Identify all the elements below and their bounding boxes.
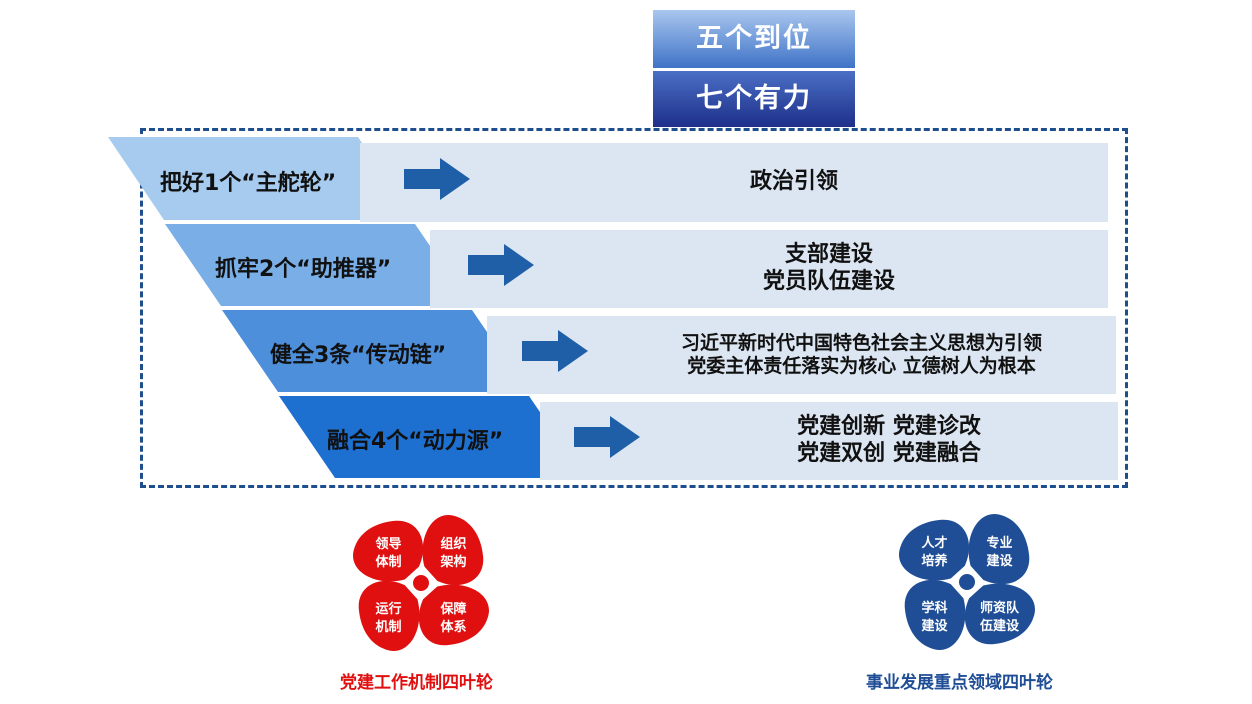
petal-label: 学科: [921, 600, 947, 616]
content-line: 党委主体责任落实为核心 立德树人为根本: [687, 355, 1036, 377]
content-band-1: 政治引领: [360, 143, 1108, 222]
petal-label: 专业: [986, 535, 1012, 551]
petal-label: 保障: [439, 601, 466, 617]
content-band-3: 习近平新时代中国特色社会主义思想为引领党委主体责任落实为核心 立德树人为根本: [487, 316, 1116, 394]
right-arrow-icon: [522, 330, 588, 372]
wheel-hub: [411, 573, 431, 593]
petal-label: 运行: [375, 601, 401, 617]
petal: [965, 583, 1035, 645]
content-line: 习近平新时代中国特色社会主义思想为引领: [680, 331, 1042, 354]
parallelogram-3: [222, 310, 528, 392]
content-line: 党建双创 党建融合: [797, 441, 981, 466]
content-line: 党员队伍建设: [762, 269, 895, 294]
row-label-1: 把好1个“主舵轮”: [160, 170, 337, 196]
petal-label: 人才: [921, 535, 947, 551]
petal: [422, 515, 484, 585]
career-development-wheel-caption: 事业发展重点领域四叶轮: [866, 673, 1053, 693]
petal: [419, 584, 489, 646]
dashed-frame: [140, 128, 1128, 488]
content-line: 党建创新 党建诊改: [797, 414, 981, 440]
content-line: 支部建设: [784, 242, 873, 268]
petal-label: 领导: [375, 536, 401, 552]
parallelogram-1: [108, 137, 414, 220]
petal-label: 架构: [439, 554, 466, 570]
row-label-4: 融合4个“动力源”: [327, 429, 504, 454]
petal: [358, 581, 420, 651]
header-seven-effective: 七个有力: [653, 71, 855, 127]
parallelogram-2: [165, 224, 471, 306]
petal-label: 建设: [986, 553, 1013, 569]
party-building-wheel-caption: 党建工作机制四叶轮: [340, 673, 493, 693]
petal: [899, 519, 969, 581]
petal: [353, 520, 423, 582]
parallelogram-4: [279, 396, 585, 478]
petal-label: 伍建设: [979, 618, 1020, 634]
petal-label: 培养: [921, 553, 948, 569]
wheel-hub: [957, 572, 977, 592]
content-band-2: 支部建设党员队伍建设: [430, 230, 1108, 308]
petal-label: 师资队: [980, 600, 1020, 616]
right-arrow-icon: [404, 157, 470, 200]
content-band-4: 党建创新 党建诊改党建双创 党建融合: [540, 402, 1118, 480]
petal: [904, 580, 966, 650]
row-label-3: 健全3条“传动链”: [270, 343, 447, 368]
petal-label: 建设: [921, 618, 948, 634]
petal-label: 体系: [440, 619, 466, 635]
right-arrow-icon: [574, 416, 640, 458]
content-line: 政治引领: [749, 169, 838, 195]
header-five-in-place: 五个到位: [653, 10, 855, 68]
petal-label: 组织: [440, 536, 466, 552]
petal-label: 体制: [375, 554, 401, 570]
petal-label: 机制: [375, 619, 401, 635]
right-arrow-icon: [468, 244, 534, 286]
petal: [968, 514, 1030, 584]
row-label-2: 抓牢2个“助推器”: [215, 257, 392, 282]
